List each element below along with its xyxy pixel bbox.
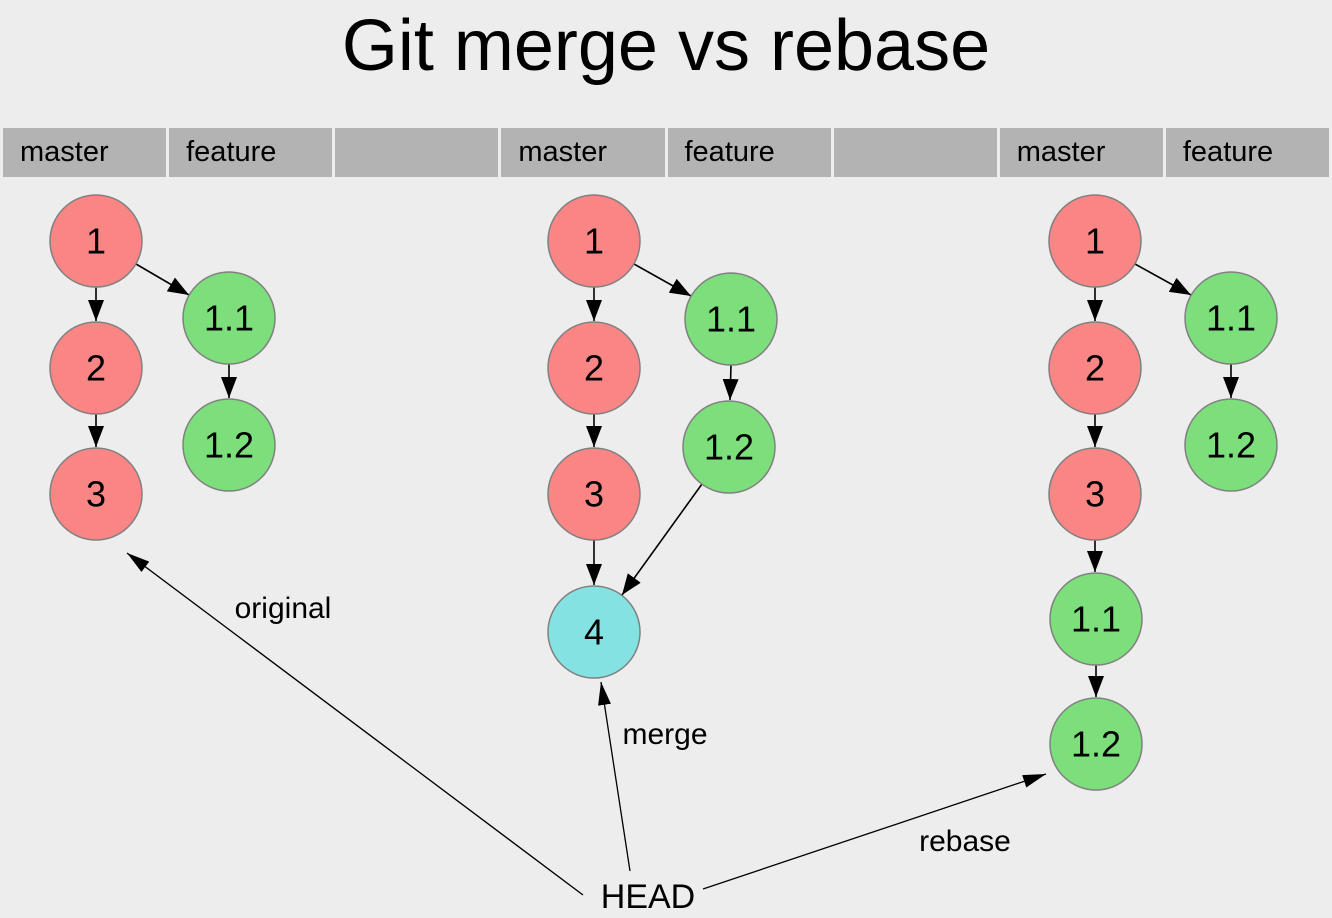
commit-node-label: 3 — [1085, 474, 1105, 515]
commit-node-label: 2 — [584, 348, 604, 389]
commit-node-merge-1.1 — [684, 272, 778, 366]
commit-node-label: 1.1 — [706, 299, 756, 340]
commit-node-merge-4 — [547, 585, 641, 679]
header-label: feature — [684, 136, 775, 168]
commit-arrow — [722, 364, 739, 401]
annotation-merge: merge — [622, 718, 707, 751]
commit-node-rebase-1.2 — [1049, 697, 1143, 791]
header-label: master — [518, 136, 608, 168]
commit-node-label: 1 — [1085, 221, 1105, 262]
head-pointer-rebase-1.2 — [702, 773, 1047, 890]
annotation-original: original — [235, 592, 332, 625]
commit-node-original-3 — [49, 447, 143, 541]
commit-node-merge-1.2 — [682, 400, 776, 494]
commit-node-original-1 — [49, 194, 143, 288]
commit-node-rebase-1.1 — [1184, 271, 1278, 365]
commit-node-label: 1 — [86, 221, 106, 262]
commit-node-label: 1.2 — [1206, 425, 1256, 466]
commit-node-rebase-2 — [1048, 321, 1142, 415]
commit-arrow — [621, 483, 703, 596]
header-label: master — [20, 136, 109, 168]
header-cell-feature-1: feature — [169, 128, 333, 177]
commit-node-original-1.2 — [182, 398, 276, 492]
header-cell-master-3: master — [999, 128, 1163, 177]
edges-layer — [88, 263, 1239, 896]
header-label: feature — [186, 136, 277, 168]
commit-node-label: 1.1 — [204, 298, 254, 339]
commit-node-label: 2 — [1085, 348, 1105, 389]
header-cell-empty-1 — [335, 128, 499, 177]
commit-node-label: 4 — [584, 612, 604, 653]
commit-node-rebase-1.2 — [1184, 398, 1278, 492]
header-cell-feature-3: feature — [1165, 128, 1329, 177]
commit-arrow — [633, 263, 692, 297]
header-label: master — [1016, 136, 1106, 168]
head-pointer-merge-4 — [598, 681, 631, 872]
head-label: HEAD — [601, 878, 695, 916]
annotation-rebase: rebase — [919, 825, 1011, 858]
commit-node-merge-1 — [547, 194, 641, 288]
commit-arrow — [135, 263, 190, 296]
commit-node-rebase-3 — [1048, 447, 1142, 541]
commit-node-original-2 — [49, 321, 143, 415]
header-cell-empty-2 — [833, 128, 997, 177]
commit-node-merge-2 — [547, 321, 641, 415]
header-cell-master-2: master — [501, 128, 665, 177]
page-title: Git merge vs rebase — [341, 6, 991, 86]
header-cell-master-1: master — [3, 128, 167, 177]
commit-node-label: 1.2 — [204, 425, 254, 466]
commit-node-label: 1.1 — [1206, 298, 1256, 339]
header-label: feature — [1182, 136, 1274, 168]
commit-node-label: 1.1 — [1071, 599, 1121, 640]
head-pointer-original-3 — [126, 552, 584, 896]
commit-node-label: 3 — [584, 474, 604, 515]
commit-arrow — [1134, 263, 1192, 296]
commit-node-label: 2 — [86, 348, 106, 389]
commit-node-merge-3 — [547, 447, 641, 541]
header-cell-feature-2: feature — [667, 128, 831, 177]
commit-node-rebase-1.1 — [1049, 572, 1143, 666]
commit-node-rebase-1 — [1048, 194, 1142, 288]
commit-node-original-1.1 — [182, 271, 276, 365]
nodes-layer: 1 2 3 1.1 1.2 1 2 3 1.1 1.2 4 1 2 3 1.1 1.2 1.1 1.2 — [49, 194, 1278, 791]
commit-node-label: 1 — [584, 221, 604, 262]
commit-node-label: 1.2 — [1071, 724, 1121, 765]
branch-header-row: master feature master feature master fea… — [3, 128, 1329, 177]
commit-node-label: 3 — [86, 474, 106, 515]
commit-node-label: 1.2 — [704, 427, 754, 468]
